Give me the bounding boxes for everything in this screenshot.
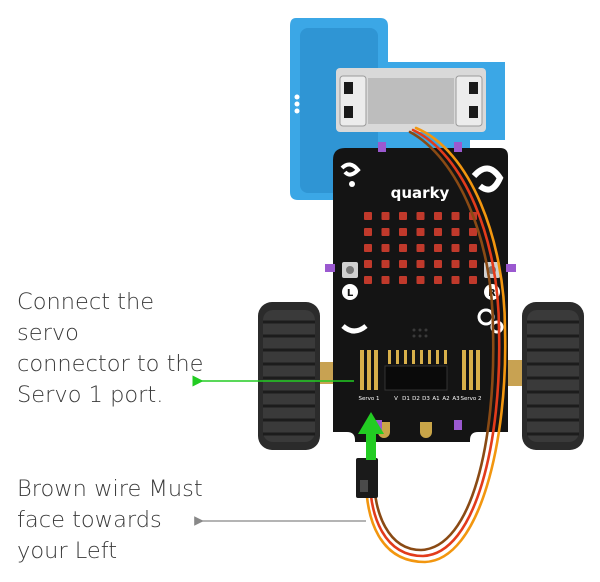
led-pixel [416, 260, 425, 268]
led-pixel [469, 228, 477, 236]
led-pixel [364, 212, 372, 220]
led-pixel [469, 244, 477, 252]
led-pixel [399, 212, 407, 220]
brown-wire-line-3: your Left [17, 538, 118, 564]
led-pixel [451, 212, 460, 220]
servo-port-instruction: Connect the servo connector to the Servo… [17, 287, 204, 411]
pin-label-a3: A3 [452, 396, 460, 402]
led-pixel [399, 260, 407, 268]
servo2-label: Servo 2 [460, 396, 481, 402]
led-pixel [469, 260, 477, 268]
led-pixel [451, 244, 460, 252]
pin-label-v: V [394, 396, 398, 402]
led-pixel [416, 228, 425, 236]
led-pixel [451, 260, 460, 268]
led-pixel [381, 276, 390, 284]
led-pixel [434, 228, 442, 236]
pin-label-a2: A2 [442, 396, 449, 402]
pin-label-a1: A1 [432, 396, 439, 402]
left-button-label: L [347, 288, 354, 299]
quarky-board: quarky L R Servo 1 Servo 2 V D1 D [333, 148, 508, 442]
plug-direction-arrow [358, 412, 384, 460]
led-pixel [451, 228, 460, 236]
servo-port-line-4: Servo 1 port. [17, 382, 164, 408]
led-pixel [399, 228, 407, 236]
led-pixel [434, 260, 442, 268]
led-pixel [434, 276, 442, 284]
led-pixel [364, 276, 372, 284]
led-pixel [399, 244, 407, 252]
led-pixel [399, 276, 407, 284]
led-pixel [381, 228, 390, 236]
brown-wire-instruction: Brown wire Must face towards your Left [17, 474, 203, 567]
servo1-label: Servo 1 [358, 396, 379, 402]
led-pixel [364, 260, 372, 268]
led-pixel [381, 244, 390, 252]
led-pixel [381, 260, 390, 268]
servo-port-line-3: connector to the [17, 351, 204, 377]
led-pixel [434, 212, 442, 220]
led-pixel [364, 244, 372, 252]
pin-label-d3: D3 [422, 396, 430, 402]
led-pixel [469, 276, 477, 284]
brown-wire-line-1: Brown wire Must [17, 476, 203, 502]
servo-port-line-2: servo [17, 320, 79, 346]
pin-label-d1: D1 [402, 396, 410, 402]
right-wheel [505, 302, 584, 450]
pin-label-d2: D2 [412, 396, 420, 402]
led-pixel [434, 244, 442, 252]
brown-wire-line-2: face towards [17, 507, 162, 533]
led-pixel [416, 244, 425, 252]
servo-port-line-1: Connect the [17, 289, 155, 315]
led-pixel [381, 212, 390, 220]
left-wheel [258, 302, 340, 450]
led-pixel [416, 212, 425, 220]
servo-wire [364, 126, 507, 564]
led-pixel [364, 228, 372, 236]
board-logo: quarky [391, 184, 450, 202]
sensor-module: P4 [336, 68, 486, 190]
led-pixel [416, 276, 425, 284]
led-pixel [451, 276, 460, 284]
led-matrix [364, 212, 477, 284]
